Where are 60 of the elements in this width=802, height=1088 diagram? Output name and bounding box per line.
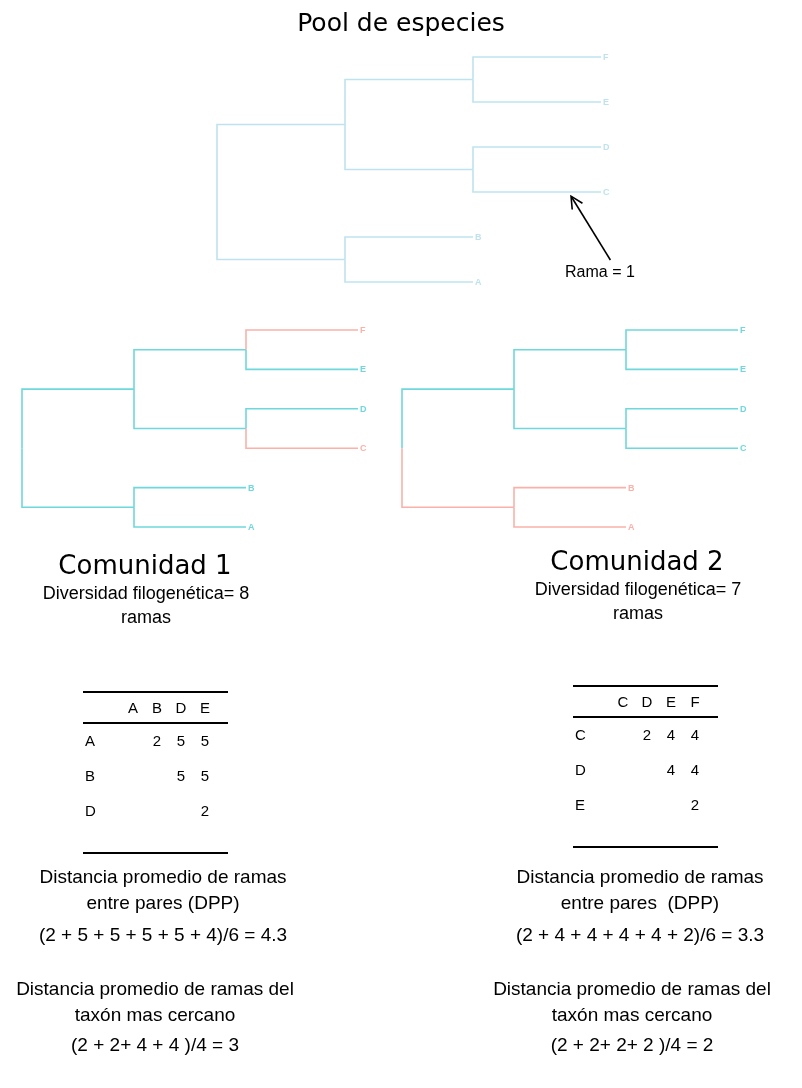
nearest-taxon-formula: (2 + 2+ 2+ 2 )/4 = 2 <box>549 1033 715 1057</box>
taxon-label: F <box>360 325 366 335</box>
taxon-label: E <box>603 97 609 107</box>
taxon-label: D <box>360 403 367 414</box>
annotation-text: Rama = 1 <box>565 262 635 282</box>
row-header: E <box>575 795 586 815</box>
table-cell-text: 5 <box>175 731 187 751</box>
row-header: B <box>85 766 96 786</box>
row-header: C <box>575 725 587 745</box>
tree-branch <box>472 168 602 193</box>
column-header: D <box>174 698 188 718</box>
diversity-text: Diversidad filogenética= 7 ramas <box>533 578 743 626</box>
table-cell-text: 2 <box>151 731 163 751</box>
arrow <box>570 195 612 261</box>
taxon-label: B <box>248 482 255 493</box>
table-cell-text: 5 <box>175 766 187 786</box>
taxon-label: D <box>603 142 610 152</box>
nearest-taxon-description: Distancia promedio de ramas del taxón mas cercano <box>15 977 295 1027</box>
diversity-text: Diversidad filogenética= 8 ramas <box>41 582 251 630</box>
table-cell-text: 4 <box>665 725 677 745</box>
taxon-label: C <box>360 443 367 454</box>
column-header: C <box>616 692 630 712</box>
row-header: D <box>575 760 587 780</box>
taxon-label: D <box>740 403 747 414</box>
table-cell-text: 2 <box>199 801 211 821</box>
taxon-label: A <box>248 522 255 532</box>
table-cell-text: 4 <box>665 760 677 780</box>
table-cell-text: 4 <box>689 725 701 745</box>
nearest-taxon-description: Distancia promedio de ramas del taxón mas cercano <box>492 977 772 1027</box>
column-header: D <box>640 692 654 712</box>
table-cell-text: 5 <box>199 731 211 751</box>
dpp-description: Distancia promedio de ramas entre pares (DPP) <box>515 865 765 915</box>
taxon-label: C <box>740 443 747 454</box>
taxon-label: A <box>475 277 482 287</box>
column-header: E <box>199 698 211 718</box>
taxon-label: E <box>360 364 366 375</box>
taxon-label: C <box>603 187 610 197</box>
dpp-formula: (2 + 5 + 5 + 5 + 5 + 4)/6 = 4.3 <box>37 923 289 947</box>
row-header: D <box>85 801 97 821</box>
community-heading: Comunidad 2 <box>549 545 725 578</box>
table-cell-text: 4 <box>689 760 701 780</box>
table-cell-text: 2 <box>689 795 701 815</box>
taxon-label: B <box>628 482 635 493</box>
column-header: F <box>689 692 701 712</box>
diagram-title: Pool de especies <box>296 7 506 39</box>
community-heading: Comunidad 1 <box>57 549 233 582</box>
nearest-taxon-formula: (2 + 2+ 4 + 4 )/4 = 3 <box>70 1033 240 1057</box>
column-header: B <box>151 698 163 718</box>
dpp-description: Distancia promedio de ramas entre pares (DPP) <box>38 865 288 915</box>
dpp-formula: (2 + 4 + 4 + 4 + 4 + 2)/6 = 3.3 <box>514 923 766 947</box>
taxon-label: B <box>475 232 482 242</box>
column-header: E <box>665 692 677 712</box>
table-cell-text: 2 <box>641 725 653 745</box>
taxon-label: A <box>628 522 635 532</box>
taxon-label: E <box>740 364 746 375</box>
column-header: A <box>127 698 139 718</box>
table-cell-text: 5 <box>199 766 211 786</box>
taxon-label: F <box>740 325 746 335</box>
taxon-label: F <box>603 52 609 62</box>
row-header: A <box>85 731 96 751</box>
